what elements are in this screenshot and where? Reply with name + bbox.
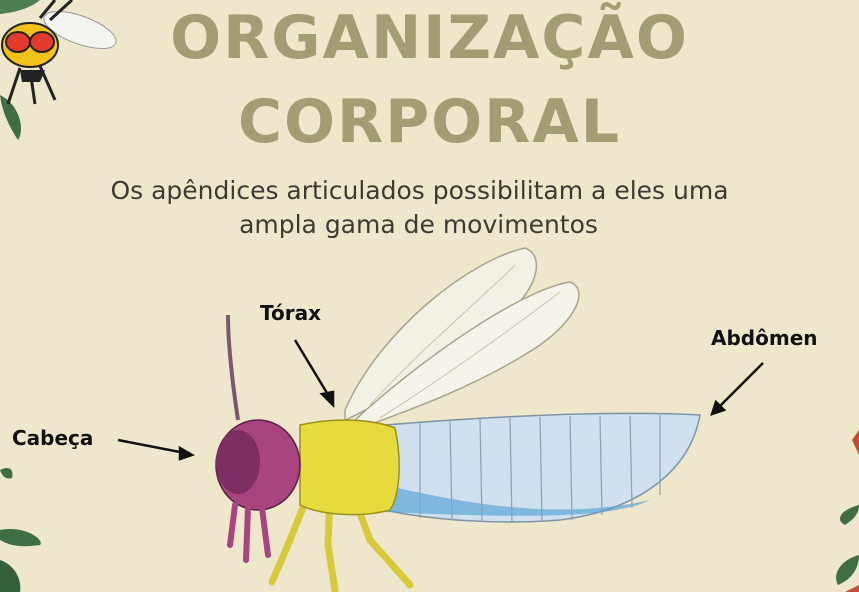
insect-abdomen [384,412,701,523]
label-abdomen: Abdômen [711,326,818,350]
wasp-icon [1,0,117,105]
title-line-2: CORPORAL [237,87,622,157]
label-cabeca: Cabeça [12,426,94,450]
insect-head [215,419,301,563]
subtitle-line-2: ampla gama de movimentos [239,210,598,239]
label-torax: Tórax [260,301,321,325]
title-line-1: ORGANIZAÇÃO [170,3,689,73]
insect-thorax [299,419,400,516]
subtitle-line-1: Os apêndices articulados possibilitam a … [110,176,729,205]
label-arrows [117,339,764,461]
arrow-abdomen [717,362,764,409]
antenna [226,314,240,421]
arrow-torax [293,339,332,399]
insect-wings [344,247,580,432]
arrow-cabeca [117,438,186,455]
leaf-decoration-bottom-left [0,467,41,592]
leaf-decoration-top-left [0,0,40,140]
leaf-decoration-right [836,430,859,592]
